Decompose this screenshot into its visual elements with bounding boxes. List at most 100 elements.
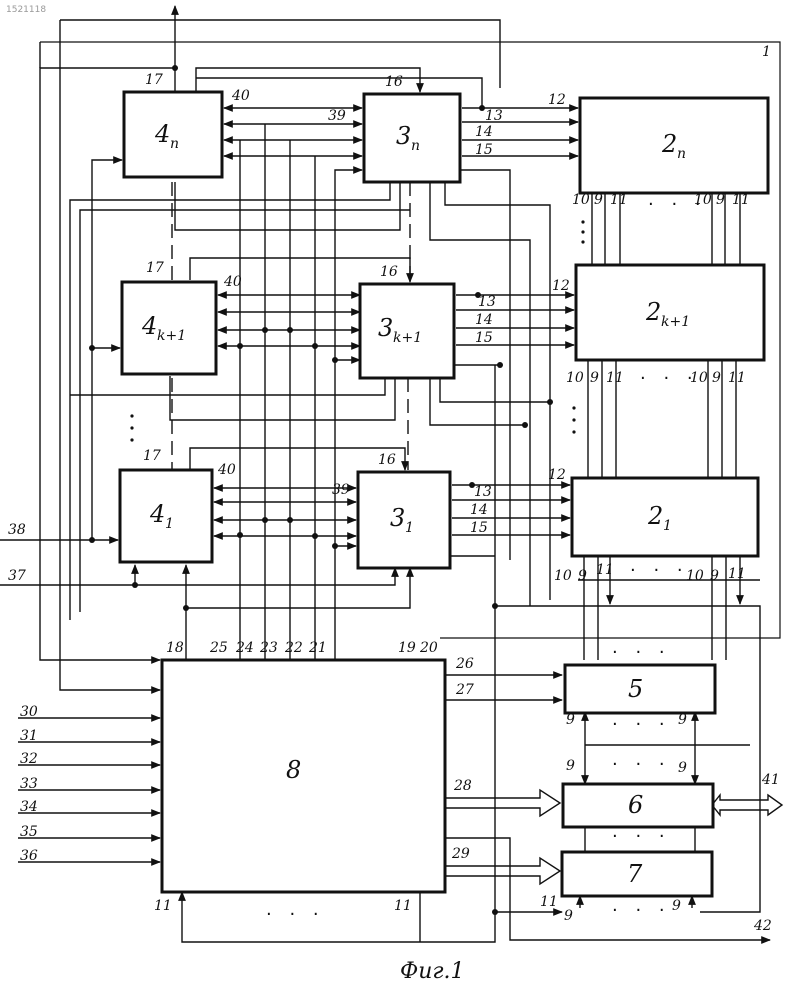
port-label: 31 [20, 728, 38, 744]
port-label: 14 [475, 124, 493, 140]
port-label: 15 [475, 330, 493, 346]
port-label: 9 [672, 898, 681, 914]
port-label: 30 [20, 704, 38, 720]
port-label: 14 [475, 312, 493, 328]
block-5-label: 5 [628, 675, 643, 703]
port-label: 16 [380, 264, 398, 280]
block-8: 8 [162, 660, 445, 892]
block-4k1-sub: k+1 [157, 328, 186, 344]
port-label: 27 [455, 682, 474, 698]
port-label: 25 [209, 640, 228, 656]
block-6: 6 [563, 784, 713, 827]
port-label: 12 [548, 92, 566, 108]
port-label: 11 [394, 898, 412, 914]
port-label: 17 [145, 72, 163, 88]
port-label: 9 [678, 760, 687, 776]
block-2n: 2 п [580, 98, 768, 193]
block-3k1-sub: k+1 [393, 330, 422, 346]
block-4n: 4 п [124, 92, 222, 177]
corner-text: 1521118 [6, 5, 46, 15]
ellipsis-mark: · · · [612, 754, 671, 775]
ellipsis-mark: · · · [648, 194, 707, 215]
port-label: 39 [328, 108, 346, 124]
block-6-label: 6 [628, 791, 643, 819]
port-label: 9 [712, 370, 721, 386]
block-5: 5 [565, 665, 715, 713]
port-label: 9 [566, 758, 575, 774]
port-label: 11 [610, 192, 628, 208]
port-label: 11 [540, 894, 558, 910]
port-label: 15 [475, 142, 493, 158]
port-label: 26 [455, 656, 474, 672]
port-label: 14 [470, 502, 488, 518]
block-3n-sub: п [411, 138, 420, 154]
block-2k1-label: 2 [645, 298, 661, 326]
ellipsis-mark: · · · [612, 900, 671, 921]
ellipsis-mark: · · · [612, 714, 671, 735]
port-label: 11 [728, 370, 746, 386]
port-label: 11 [728, 566, 746, 582]
block-41: 4 1 [120, 470, 212, 562]
block-2k1: 2 k+1 [576, 265, 764, 360]
block-2n-label: 2 [661, 130, 677, 158]
port-label: 9 [710, 568, 719, 584]
block-4k1: 4 k+1 [122, 282, 216, 374]
port-label: 28 [453, 778, 472, 794]
figure-caption: Фиг.1 [400, 959, 465, 984]
port-label: 16 [378, 452, 396, 468]
block-3n-label: 3 [396, 122, 411, 150]
port-label: 18 [166, 640, 184, 656]
port-label: 9 [594, 192, 603, 208]
block-3n: 3 п [364, 94, 460, 182]
block-21-sub: 1 [663, 518, 672, 534]
port-label: 10 [566, 370, 584, 386]
block-21: 2 1 [572, 478, 758, 556]
port-label: 32 [20, 751, 38, 767]
port-label: 9 [566, 712, 575, 728]
port-label: 19 [398, 640, 416, 656]
port-label: 20 [419, 640, 438, 656]
port-label: 9 [578, 568, 587, 584]
block-7: 7 [562, 852, 712, 896]
port-label: 10 [572, 192, 590, 208]
ellipsis-mark: · · · [612, 826, 671, 847]
port-label: 9 [678, 712, 687, 728]
block-4k1-label: 4 [141, 312, 157, 340]
port-label: 37 [8, 568, 26, 584]
port-label: 11 [596, 562, 614, 578]
block-3k1: 3 k+1 [360, 284, 454, 378]
port-label: 16 [385, 74, 403, 90]
port-label: 38 [8, 522, 26, 538]
block-4n-sub: п [170, 136, 179, 152]
port-label: 22 [284, 640, 303, 656]
port-label: 40 [231, 88, 250, 104]
port-label: 40 [217, 462, 236, 478]
port-label: 40 [223, 274, 242, 290]
port-label: 11 [732, 192, 750, 208]
port-label: 12 [548, 467, 566, 483]
port-label: 42 [753, 918, 772, 934]
block-31-label: 3 [390, 504, 405, 532]
block-8-label: 8 [286, 756, 301, 784]
block-31: 3 1 [358, 472, 450, 568]
port-label: 34 [20, 799, 38, 815]
port-label: 10 [686, 568, 704, 584]
port-label: 33 [20, 776, 38, 792]
port-label: 17 [143, 448, 161, 464]
block-2k1-sub: k+1 [661, 314, 690, 330]
port-label: 13 [485, 108, 503, 124]
port-label: 9 [590, 370, 599, 386]
block-31-sub: 1 [405, 520, 414, 536]
block-4n-label: 4 [154, 120, 170, 148]
block-7-label: 7 [627, 860, 643, 888]
port-label: 10 [554, 568, 572, 584]
port-label: 23 [259, 640, 278, 656]
port-label: 41 [761, 772, 780, 788]
block-41-sub: 1 [165, 516, 174, 532]
block-41-label: 4 [149, 500, 165, 528]
ellipsis-mark: · · · [612, 642, 671, 663]
port-label: 12 [552, 278, 570, 294]
port-label: 9 [564, 908, 573, 924]
block-21-label: 2 [647, 502, 663, 530]
